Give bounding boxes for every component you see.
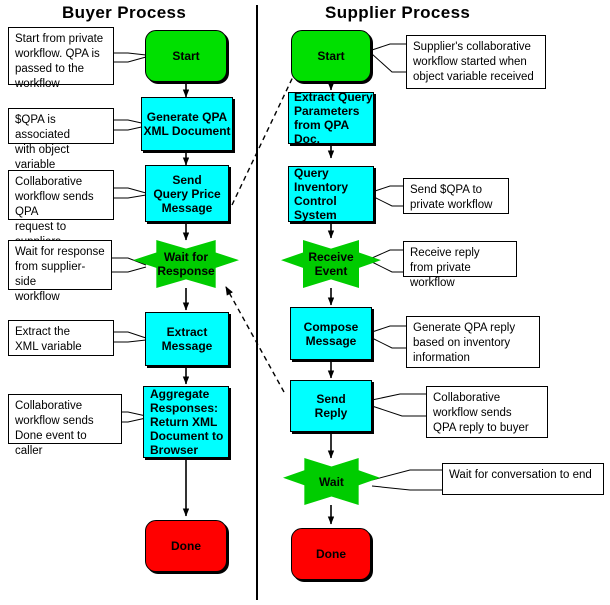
note-supplier-wait: Wait for conversation to end [442, 463, 604, 495]
note-buyer-aggregate: Collaborative workflow sends Done event … [8, 394, 122, 457]
supplier-lane-title: Supplier Process [325, 3, 471, 22]
supplier-node-wait[interactable]: Wait [283, 458, 380, 505]
buyer-node-start-label: Start [172, 49, 200, 63]
supplier-node-start-label: Start [317, 49, 345, 63]
supplier-node-start[interactable]: Start [291, 30, 371, 82]
note-buyer-generate: $QPA is associated with object variable [8, 108, 114, 171]
note-supplier-query: Send $QPA to private workflow [403, 178, 509, 214]
note-buyer-start: Start from private workflow. QPA is pass… [8, 27, 114, 90]
supplier-node-wait-label: Wait [319, 474, 344, 489]
note-buyer-extract: Extract the XML variable [8, 320, 114, 356]
note-buyer-wait: Wait for response from supplier-side wor… [8, 240, 112, 303]
note-buyer-send: Collaborative workflow sends QPA request… [8, 170, 114, 248]
buyer-node-done[interactable]: Done [145, 520, 227, 572]
supplier-node-done-label: Done [316, 547, 346, 561]
note-supplier-start: Supplier's collaborative workflow starte… [406, 35, 546, 89]
buyer-lane-title: Buyer Process [62, 3, 187, 22]
buyer-node-start[interactable]: Start [145, 30, 227, 82]
buyer-node-done-label: Done [171, 539, 201, 553]
supplier-node-done[interactable]: Done [291, 528, 371, 580]
msg-supplier-to-buyer [225, 286, 285, 393]
note-supplier-receive: Receive reply from private workflow [403, 241, 517, 289]
note-supplier-send: Collaborative workflow sends QPA reply t… [426, 386, 548, 438]
lane-divider [256, 5, 258, 600]
note-supplier-compose: Generate QPA reply based on inventory in… [406, 316, 540, 368]
